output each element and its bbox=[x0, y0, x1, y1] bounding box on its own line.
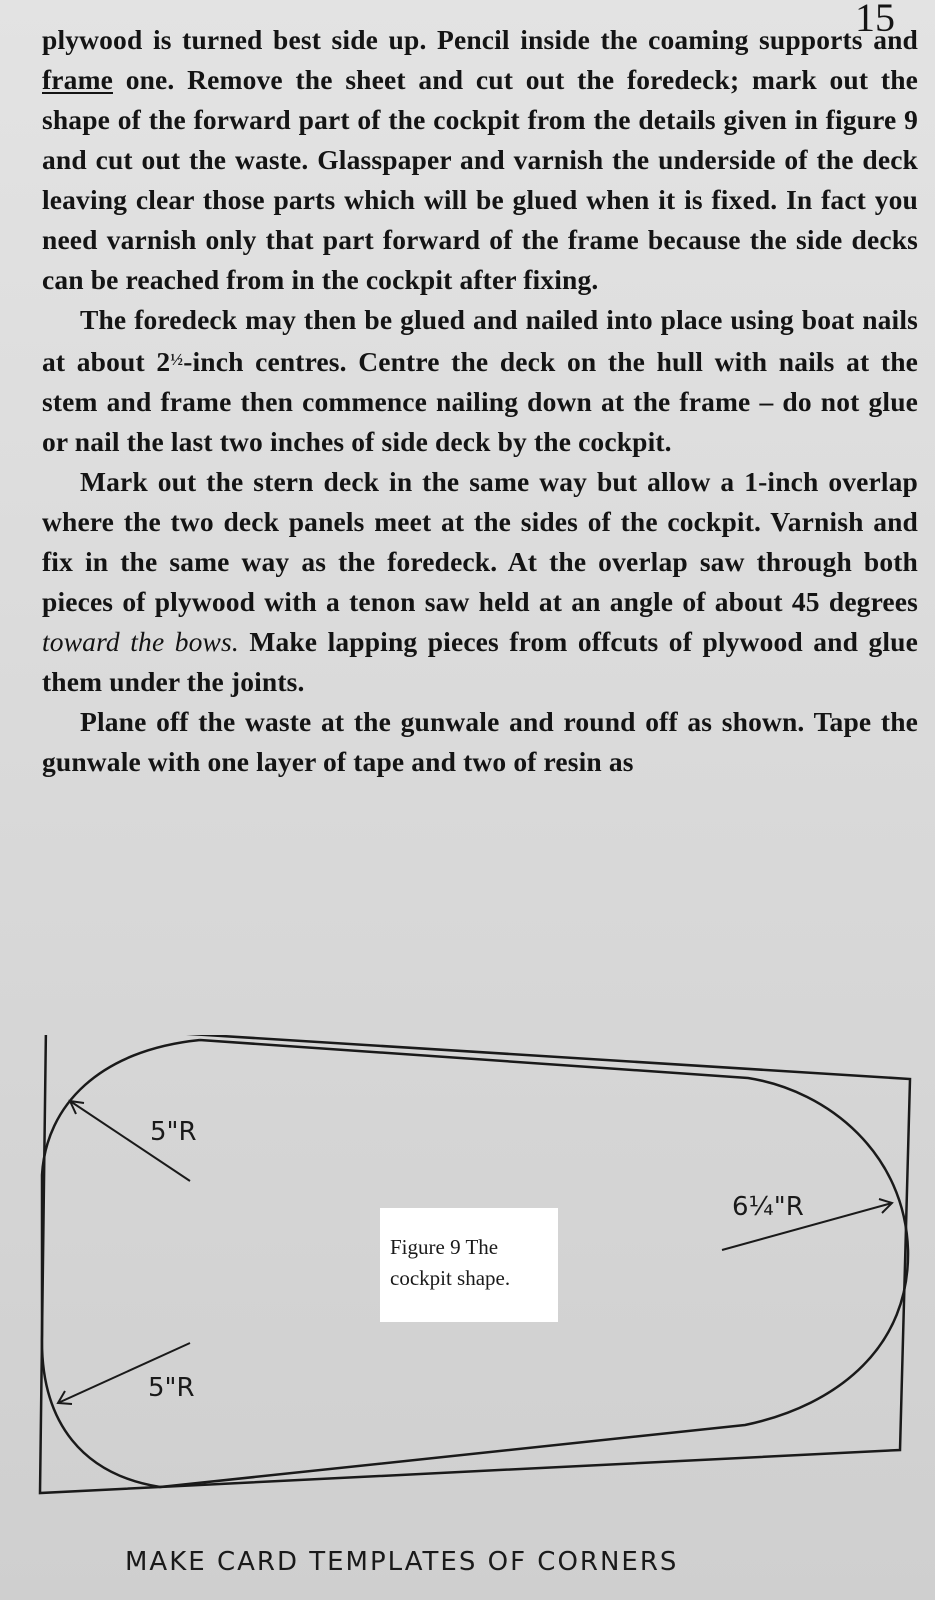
italic-phrase: toward the bows. bbox=[42, 625, 239, 657]
page-number: 15 bbox=[855, 0, 895, 40]
caption-line-1: Figure 9 The bbox=[390, 1235, 499, 1259]
paragraph-3: Mark out the stern deck in the same way … bbox=[42, 462, 918, 702]
paragraph-1-start: plywood is turned best side up. Pencil i… bbox=[42, 24, 918, 55]
radius-arrowhead-right bbox=[878, 1198, 894, 1214]
radius-label-top-left: 5"R bbox=[150, 1117, 197, 1147]
radius-line-right bbox=[721, 1202, 893, 1251]
underlined-word: frame bbox=[42, 64, 113, 95]
cockpit-diagram bbox=[38, 1035, 912, 1495]
paragraph-2-end: -inch centres. Centre the deck on the hu… bbox=[42, 345, 918, 457]
paragraph-1-end: one. Remove the sheet and cut out the fo… bbox=[42, 64, 918, 295]
cockpit-figure: 5"R 6¼"R 5"R Figure 9 The cockpit shape. bbox=[0, 1035, 935, 1595]
paragraph-3-end: Make lapping pieces from offcuts of plyw… bbox=[42, 625, 918, 697]
cockpit-curve bbox=[40, 1038, 910, 1489]
radius-line-top-left bbox=[69, 1100, 191, 1182]
radius-label-bottom-left: 5"R bbox=[148, 1373, 195, 1403]
paragraph-3-start: Mark out the stern deck in the same way … bbox=[42, 465, 918, 617]
paragraph-1: plywood is turned best side up. Pencil i… bbox=[42, 20, 918, 300]
fraction: ½ bbox=[170, 350, 184, 369]
paragraph-4: Plane off the waste at the gunwale and r… bbox=[42, 705, 918, 777]
paragraph-2-start: The foredeck may then be glued and naile… bbox=[42, 304, 918, 377]
figure-caption: Figure 9 The cockpit shape. bbox=[380, 1208, 558, 1322]
radius-arrowhead-top-left bbox=[68, 1099, 85, 1115]
body-text: plywood is turned best side up. Pencil i… bbox=[42, 20, 918, 782]
template-note: MAKE CARD TEMPLATES OF CORNERS bbox=[125, 1547, 679, 1577]
radius-line-bottom-left bbox=[57, 1342, 191, 1404]
paragraph-2: The foredeck may then be glued and naile… bbox=[42, 300, 918, 462]
radius-label-right: 6¼"R bbox=[732, 1192, 804, 1222]
radius-arrowhead-bottom-left bbox=[56, 1390, 73, 1405]
caption-line-2: cockpit shape. bbox=[390, 1266, 511, 1290]
